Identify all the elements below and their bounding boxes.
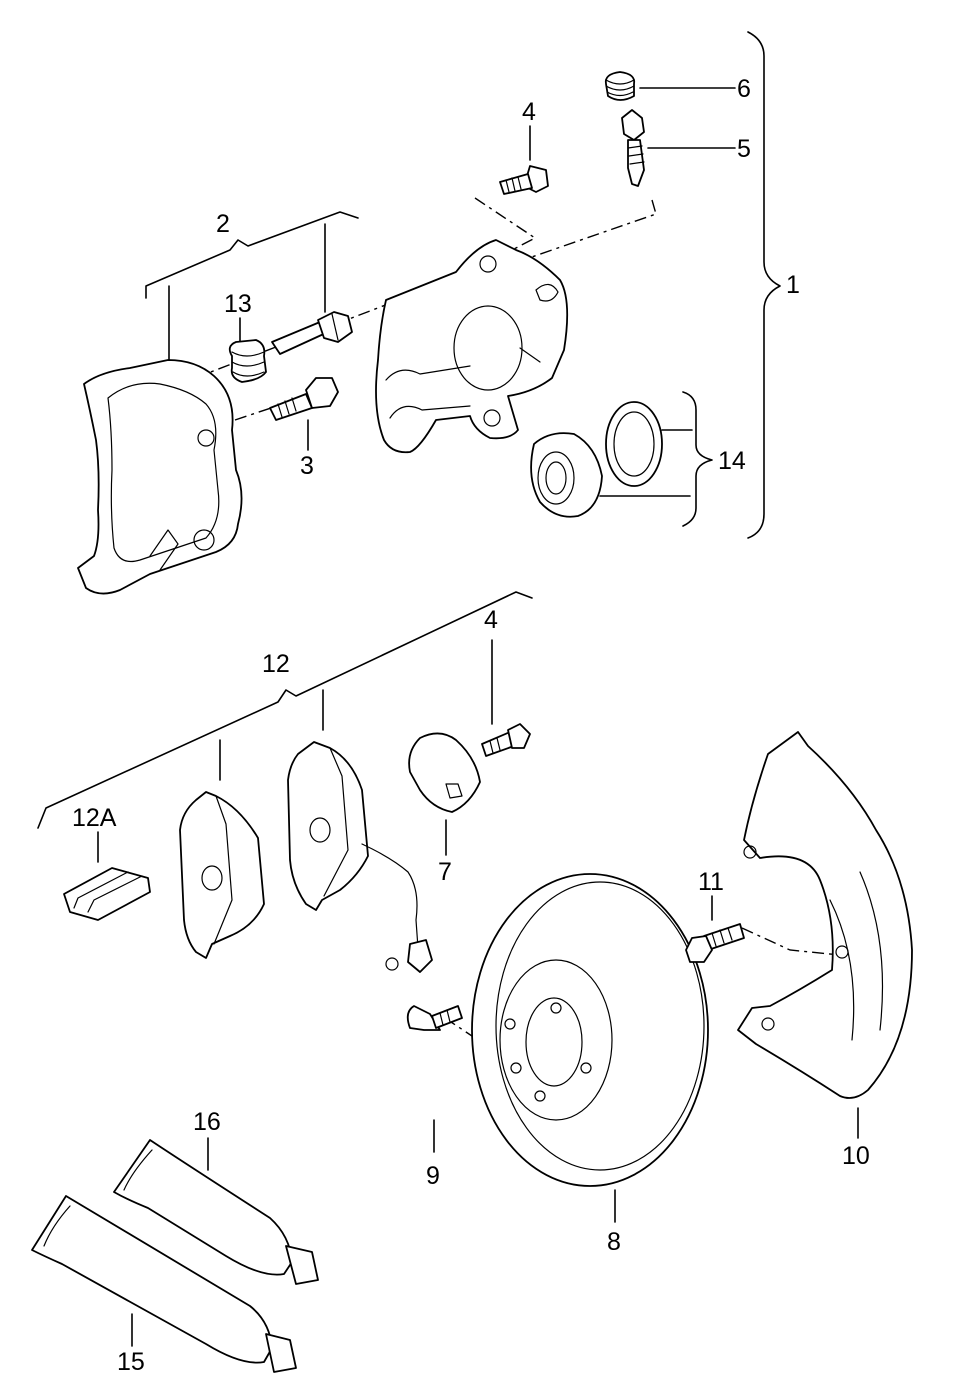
caliper-bolt-upper [499, 165, 549, 195]
carrier-bolt [269, 377, 339, 421]
shield-bolt [685, 923, 745, 963]
caliper-housing [375, 239, 569, 454]
brake-disc [471, 873, 709, 1187]
callout-7: 7 [438, 858, 452, 886]
sensor-bolt [481, 723, 531, 757]
callout-2: 2 [216, 210, 230, 238]
callout-13: 13 [224, 290, 252, 318]
callout-6: 6 [737, 75, 751, 103]
splash-shield [737, 731, 913, 1099]
callout-3: 3 [300, 452, 314, 480]
bleeder-valve [621, 109, 645, 187]
callout-8: 8 [607, 1228, 621, 1256]
caliper-carrier [77, 359, 243, 595]
callout-5: 5 [737, 135, 751, 163]
callout-16: 16 [193, 1108, 221, 1136]
brake-pad-outer [287, 741, 369, 911]
callout-9: 9 [426, 1162, 440, 1190]
callout-4-lower: 4 [484, 606, 498, 634]
piston-gasket [605, 401, 663, 487]
callout-11: 11 [698, 868, 724, 896]
wear-sensor [361, 843, 433, 973]
sensor-bracket [408, 732, 481, 813]
grease-tube-16 [113, 1139, 319, 1285]
callout-15: 15 [117, 1348, 145, 1376]
callout-12A: 12A [72, 804, 117, 832]
callout-4-upper: 4 [522, 98, 536, 126]
disc-screw [406, 1005, 463, 1031]
callout-14: 14 [718, 447, 746, 475]
callout-12: 12 [262, 650, 290, 678]
brake-pad-inner [179, 791, 265, 959]
pad-clip [63, 867, 151, 921]
callout-1: 1 [786, 271, 800, 299]
piston-seal [530, 432, 603, 518]
callout-labels: 1 2 3 4 4 5 6 7 8 9 10 11 12 12A 13 14 1… [72, 75, 870, 1376]
callout-10: 10 [842, 1142, 870, 1170]
callout-leaders [37, 31, 859, 1347]
bleeder-cap [604, 71, 636, 101]
guide-boot [228, 339, 267, 383]
guide-pin [271, 311, 353, 355]
grease-tube-15 [31, 1195, 297, 1373]
